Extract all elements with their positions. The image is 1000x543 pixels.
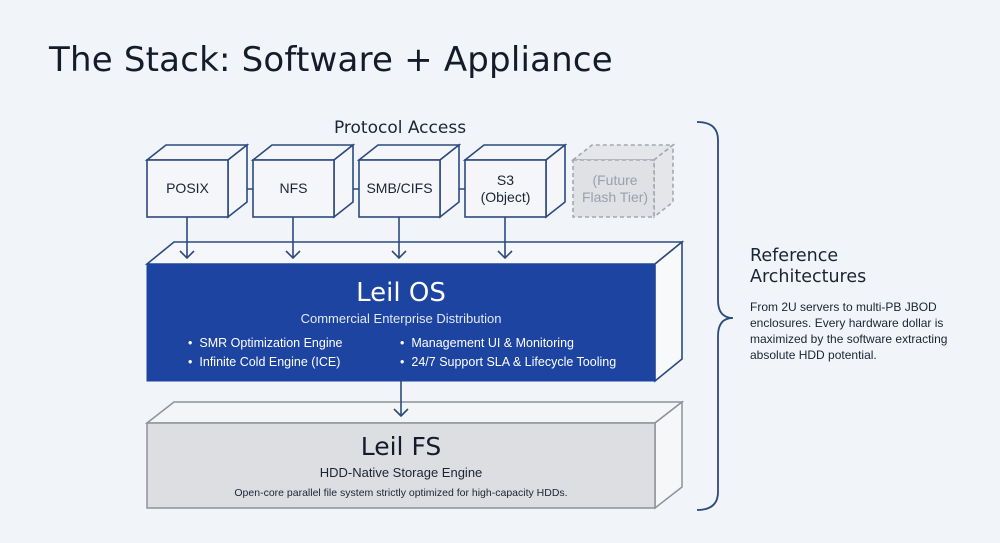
protocol-arrow-0 xyxy=(179,217,195,260)
box-front-face xyxy=(252,159,335,218)
leil-os-subtitle: Commercial Enterprise Distribution xyxy=(300,311,502,326)
protocol-arrow-3 xyxy=(497,217,513,260)
protocol-smb-label: SMB/CIFS xyxy=(366,180,433,196)
box-front-face xyxy=(146,159,229,218)
leil-fs-subtitle: HDD-Native Storage Engine xyxy=(319,465,483,480)
protocol-nfs-label: NFS xyxy=(279,180,308,196)
leil-fs-top-face xyxy=(144,401,685,424)
box-side-face xyxy=(653,143,674,219)
protocol-box-2 xyxy=(356,143,462,219)
reference-architectures-title: Reference Architectures xyxy=(750,246,867,287)
leil-os-title: Leil OS xyxy=(356,278,446,308)
protocol-arrow-2 xyxy=(391,217,407,260)
feature-item: SMR Optimization Engine xyxy=(188,334,342,353)
leil-fs-front-face xyxy=(146,422,656,509)
protocol-posix-label: POSIX xyxy=(166,180,209,196)
protocol-box-0 xyxy=(144,143,250,219)
protocol-arrows xyxy=(179,217,513,260)
protocol-future-flash-label: (Future Flash Tier) xyxy=(581,171,649,205)
protocol-arrow-1 xyxy=(285,217,301,260)
box-front-face xyxy=(572,159,655,218)
protocol-access-label: Protocol Access xyxy=(333,118,467,138)
leil-fs-description: Open-core parallel file system strictly … xyxy=(234,487,568,499)
feature-item: 24/7 Support SLA & Lifecycle Tooling xyxy=(400,353,616,372)
protocol-s3-label: S3 (Object) xyxy=(480,171,531,205)
curly-brace xyxy=(696,121,734,511)
leil-fs-block xyxy=(144,400,685,510)
leil-os-features-right: Management UI & Monitoring 24/7 Support … xyxy=(400,334,616,372)
os-to-fs-arrow xyxy=(393,381,409,418)
leil-os-top-face xyxy=(144,241,685,265)
slide-title: The Stack: Software + Appliance xyxy=(49,40,613,80)
reference-architectures-body: From 2U servers to multi-PB JBOD enclosu… xyxy=(750,300,948,362)
leil-os-features-left: SMR Optimization Engine Infinite Cold En… xyxy=(188,334,343,372)
protocol-box-4 xyxy=(570,143,676,219)
protocol-box-1 xyxy=(250,143,356,219)
leil-fs-title: Leil FS xyxy=(360,432,442,461)
feature-item: Infinite Cold Engine (ICE) xyxy=(188,353,343,372)
feature-item: Management UI & Monitoring xyxy=(400,334,616,353)
protocol-box-3 xyxy=(462,143,568,219)
leil-os-side-face xyxy=(654,240,683,383)
